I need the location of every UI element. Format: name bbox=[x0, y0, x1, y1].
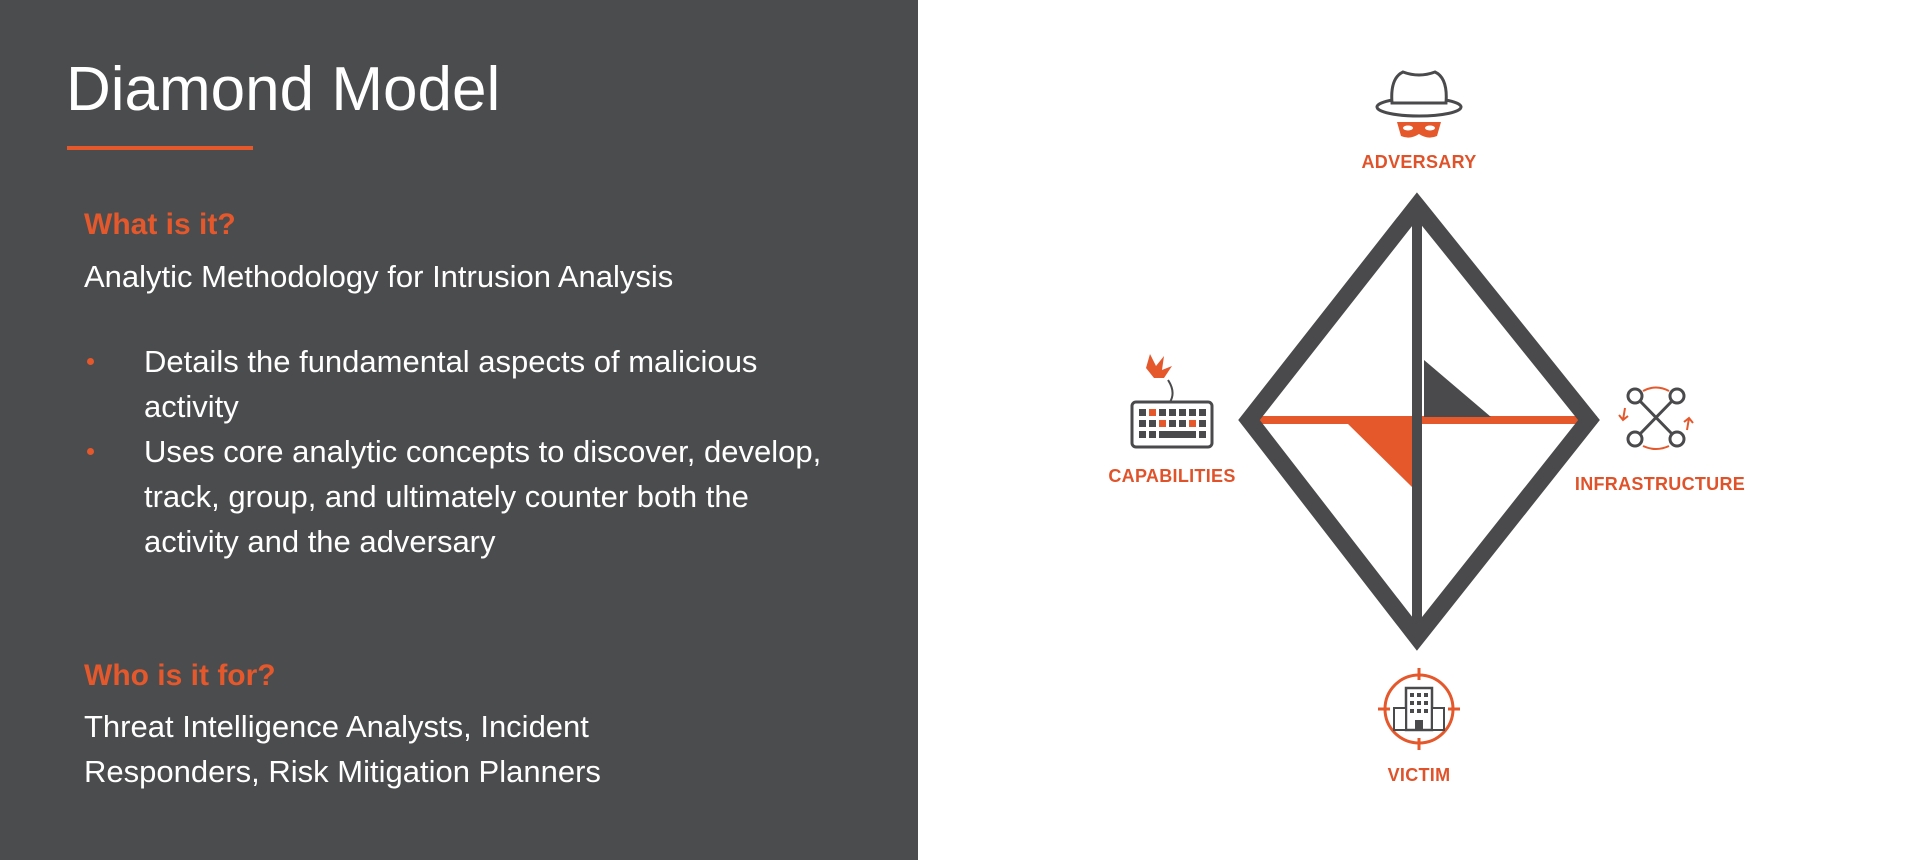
bullet-icon bbox=[87, 448, 94, 455]
keyboard-explosion-icon bbox=[1130, 354, 1214, 449]
bullet-list: Details the fundamental aspects of malic… bbox=[84, 339, 844, 564]
hat-mask-icon bbox=[1375, 70, 1463, 138]
diamond-shape bbox=[1238, 192, 1600, 651]
bullet-item: Details the fundamental aspects of malic… bbox=[84, 339, 844, 429]
bullet-icon bbox=[87, 358, 94, 365]
target-building-icon bbox=[1378, 668, 1460, 750]
label-victim: VICTIM bbox=[1387, 765, 1451, 785]
label-adversary: ADVERSARY bbox=[1361, 152, 1477, 172]
text-panel: Diamond Model What is it? Analytic Metho… bbox=[0, 0, 918, 860]
diamond-outline bbox=[1238, 192, 1600, 651]
orange-triangle bbox=[1348, 424, 1412, 487]
who-text-line-1: Threat Intelligence Analysts, Incident bbox=[84, 709, 589, 744]
network-nodes-icon bbox=[1618, 386, 1694, 450]
who-heading: Who is it for? bbox=[84, 659, 276, 692]
what-heading: What is it? bbox=[84, 208, 236, 241]
slide-title: Diamond Model bbox=[66, 55, 501, 124]
bullet-item: Uses core analytic concepts to discover,… bbox=[84, 429, 844, 564]
who-text-line-2: Responders, Risk Mitigation Planners bbox=[84, 754, 601, 789]
label-capabilities: CAPABILITIES bbox=[1108, 466, 1236, 486]
diamond-diagram: ADVERSARY CAPABILITIES INFRASTRUCTURE VI… bbox=[918, 0, 1908, 860]
dark-triangle bbox=[1424, 360, 1491, 417]
title-underline bbox=[67, 146, 253, 150]
what-text: Analytic Methodology for Intrusion Analy… bbox=[84, 259, 674, 294]
label-infrastructure: INFRASTRUCTURE bbox=[1574, 474, 1746, 494]
